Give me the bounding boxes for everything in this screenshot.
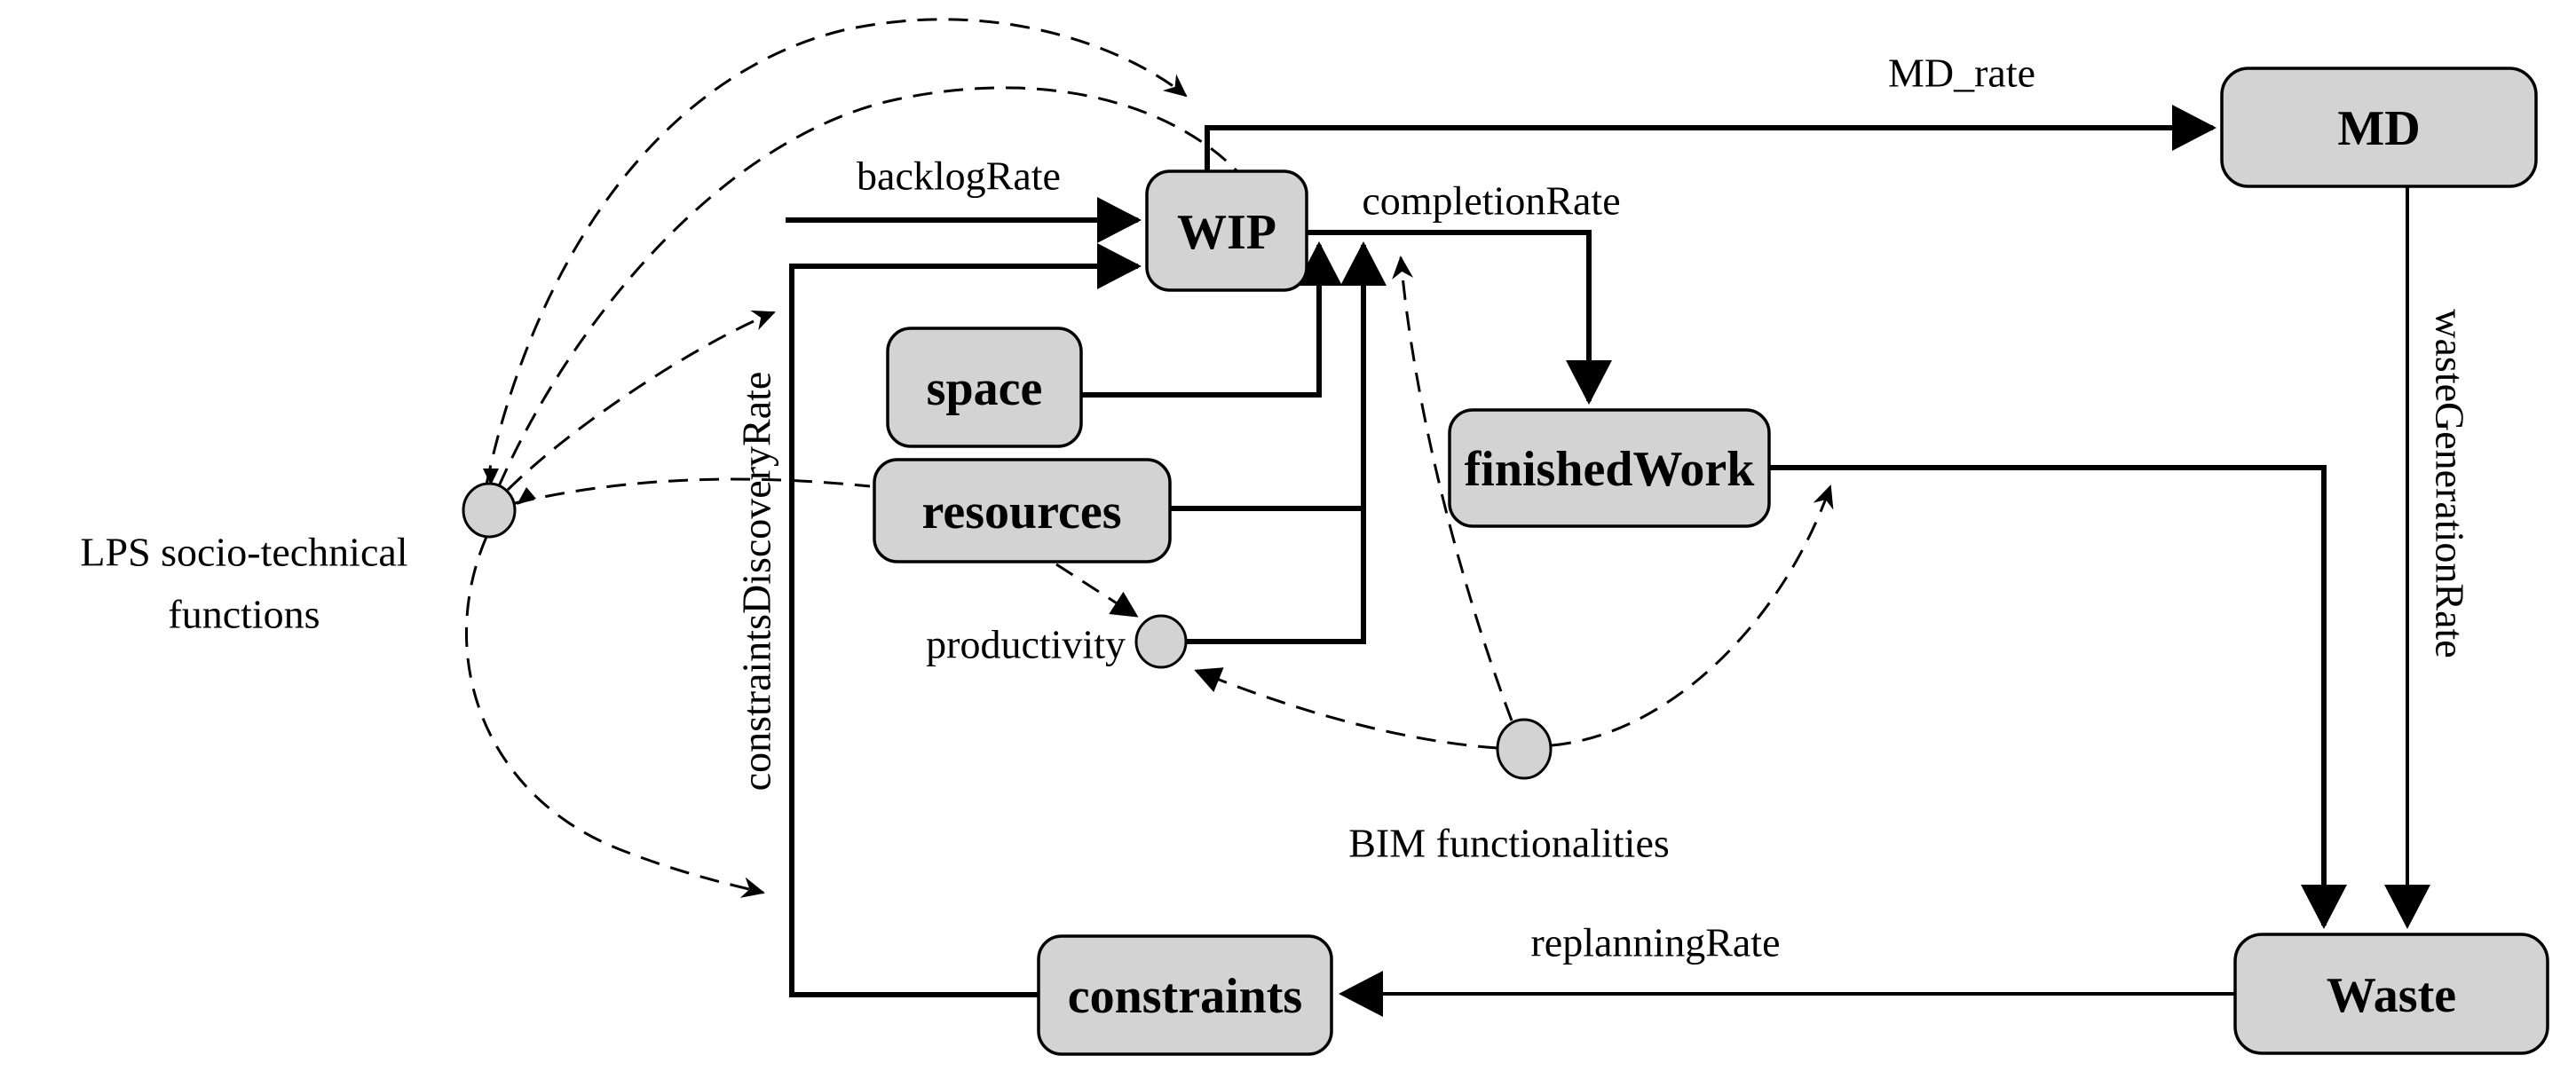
influence-bim-to-productivity [1194,667,1498,750]
bim-functionalities-circle [1496,718,1553,780]
productivity-circle [1134,614,1188,669]
influence-bim-to-completionrate [1392,256,1513,721]
influence-bim-to-finishedwork-line [1551,484,1834,747]
lps-circle-arrowhead-top [483,469,499,485]
node-md: MD [2220,67,2538,188]
influence-lps-to-resources [514,477,871,505]
node-finishedwork-label: finishedWork [1465,442,1756,497]
flow-completion-rate [1307,230,1612,405]
lps-circle-arrowhead-right [517,487,536,505]
label-constraints-discovery-rate: constraintsDiscoveryRate [734,372,779,792]
label-backlog-rate: backlogRate [857,154,1061,199]
connector-productivity-to-wip [1186,508,1366,644]
node-resources: resources [873,458,1172,563]
node-constraints: constraints [1037,934,1333,1056]
flow-md-rate [1205,105,2216,171]
connector-space-to-wip [1081,241,1342,398]
label-waste-generation-rate: wasteGenerationRate [2428,309,2473,658]
label-productivity: productivity [926,622,1126,667]
node-constraints-label: constraints [1068,969,1302,1024]
node-md-label: MD [2337,101,2420,156]
influence-resources-to-productivity [1055,563,1139,618]
label-completion-rate: completionRate [1362,178,1620,224]
influence-lps-to-completionrate [497,86,1307,487]
node-waste: Waste [2233,933,2549,1055]
flow-finishedwork-to-waste [1769,465,2347,929]
node-space: space [886,327,1083,448]
flow-constraints-discovery-rate [789,243,1142,997]
node-finishedwork: finishedWork [1448,408,1771,528]
label-replanning-rate: replanningRate [1530,920,1780,965]
node-waste-label: Waste [2327,968,2456,1023]
label-lps-functions-line1: LPS socio-technical [80,530,407,575]
node-resources-label: resources [922,484,1122,540]
influence-lps-to-mdrate [485,18,1188,485]
lps-functions-circle [462,482,517,539]
label-lps-functions-line2: functions [168,592,320,637]
node-wip-label: WIP [1177,205,1276,260]
label-bim-functionalities: BIM functionalities [1348,821,1670,866]
label-md-rate: MD_rate [1888,51,2035,96]
node-wip: WIP [1145,169,1308,292]
node-space-label: space [927,361,1043,416]
influence-lps-to-constraintsdiscovery-top [506,310,776,492]
influence-lps-to-constraintsdiscovery-bottom [464,536,765,898]
